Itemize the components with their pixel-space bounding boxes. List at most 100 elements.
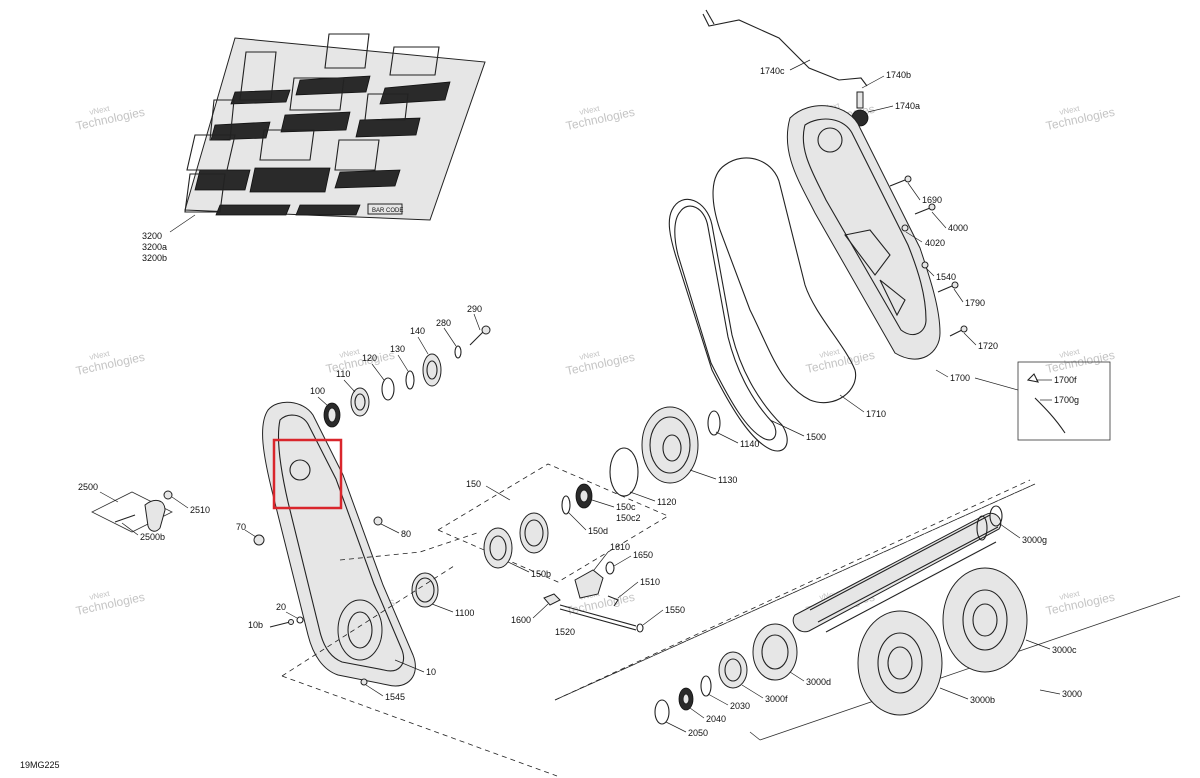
ring-2030[interactable] (700, 675, 712, 697)
label-1120[interactable]: 1120 (657, 497, 676, 507)
label-1710[interactable]: 1710 (866, 409, 886, 419)
seal-3000f[interactable] (718, 651, 748, 689)
label-110[interactable]: 110 (336, 369, 350, 379)
label-1740a[interactable]: 1740a (895, 101, 920, 111)
chain-1710[interactable] (712, 157, 857, 404)
gear-140[interactable] (422, 353, 442, 387)
tensioner-1610[interactable] (574, 569, 604, 599)
label-1700g[interactable]: 1700g (1054, 395, 1079, 405)
label-150d[interactable]: 150d (588, 526, 608, 536)
bolt-290[interactable] (469, 325, 491, 346)
label-1140[interactable]: 1140 (740, 439, 759, 449)
bearing-housing-3000d[interactable] (752, 623, 798, 681)
washer-280[interactable] (454, 345, 462, 359)
rod-1520[interactable] (559, 604, 637, 631)
label-150c[interactable]: 150c (616, 502, 636, 512)
bearing-110[interactable] (350, 387, 370, 417)
label-1690[interactable]: 1690 (922, 195, 942, 205)
plug-70[interactable] (253, 534, 265, 546)
label-4020[interactable]: 4020 (925, 238, 945, 248)
label-2050[interactable]: 2050 (688, 728, 708, 738)
label-1100[interactable]: 1100 (455, 608, 474, 618)
bearing-150b[interactable] (483, 527, 513, 569)
label-1700f[interactable]: 1700f (1054, 375, 1077, 385)
tube-1740c[interactable] (702, 9, 868, 87)
label-1790[interactable]: 1790 (965, 298, 985, 308)
label-2510[interactable]: 2510 (190, 505, 210, 515)
ring-150d[interactable] (561, 495, 571, 515)
label-1650[interactable]: 1650 (633, 550, 653, 560)
label-10[interactable]: 10 (426, 667, 436, 677)
label-3000g[interactable]: 3000g (1022, 535, 1047, 545)
drive-shaft-3000[interactable] (792, 512, 1002, 633)
label-290[interactable]: 290 (467, 304, 482, 314)
label-1510[interactable]: 1510 (640, 577, 660, 587)
belt-1500[interactable] (668, 198, 788, 452)
label-150[interactable]: 150 (466, 479, 481, 489)
bolt-10b[interactable] (269, 619, 294, 628)
bearing-2040[interactable] (678, 687, 694, 711)
label-1130[interactable]: 1130 (718, 475, 737, 485)
bolt-1690[interactable] (889, 175, 912, 187)
chaincase-housing-10[interactable] (262, 401, 416, 687)
label-70[interactable]: 70 (236, 522, 246, 532)
label-3200[interactable]: 3200 (142, 231, 162, 241)
slider-1600[interactable] (543, 593, 561, 606)
label-2500b[interactable]: 2500b (140, 532, 165, 542)
label-1610[interactable]: 1610 (610, 542, 630, 552)
sprocket-3000c[interactable] (942, 567, 1028, 673)
bearing-150c[interactable] (575, 483, 593, 509)
clip-1650[interactable] (605, 561, 615, 575)
label-280[interactable]: 280 (436, 318, 451, 328)
ring-1120[interactable] (609, 447, 639, 497)
label-2030[interactable]: 2030 (730, 701, 750, 711)
ring-1100[interactable] (411, 572, 439, 608)
label-3000f[interactable]: 3000f (765, 694, 788, 704)
track-3200[interactable]: BAR CODE (169, 33, 486, 233)
clip-1140[interactable] (707, 410, 721, 436)
pin-1510[interactable] (607, 595, 619, 607)
label-3000c[interactable]: 3000c (1052, 645, 1077, 655)
sprocket-3000b[interactable] (857, 610, 943, 716)
label-1520[interactable]: 1520 (555, 627, 575, 637)
nut-1550[interactable] (636, 623, 644, 633)
label-1700[interactable]: 1700 (950, 373, 970, 383)
label-80[interactable]: 80 (401, 529, 411, 539)
ring-130[interactable] (405, 370, 415, 390)
label-3000[interactable]: 3000 (1062, 689, 1082, 699)
plug-1545[interactable] (360, 678, 368, 686)
label-150c2[interactable]: 150c2 (616, 513, 641, 523)
label-1720[interactable]: 1720 (978, 341, 998, 351)
label-1550[interactable]: 1550 (665, 605, 685, 615)
bolt-1790[interactable] (937, 281, 959, 293)
washer-20[interactable] (296, 616, 304, 624)
label-3200b[interactable]: 3200b (142, 253, 167, 263)
label-120[interactable]: 120 (362, 353, 377, 363)
label-2500[interactable]: 2500 (78, 482, 98, 492)
label-1540[interactable]: 1540 (936, 272, 956, 282)
chaincase-cover-1700[interactable] (786, 105, 941, 360)
label-1740b[interactable]: 1740b (886, 70, 911, 80)
label-150b[interactable]: 150b (531, 569, 551, 579)
label-10b[interactable]: 10b (248, 620, 263, 630)
seal-100[interactable] (323, 402, 341, 428)
label-1740c[interactable]: 1740c (760, 66, 785, 76)
label-100[interactable]: 100 (310, 386, 325, 396)
sprocket-1130[interactable] (641, 406, 699, 484)
label-1545[interactable]: 1545 (385, 692, 405, 702)
label-140[interactable]: 140 (410, 326, 425, 336)
bolt-4000[interactable] (914, 203, 936, 215)
ring-120[interactable] (381, 377, 395, 401)
label-1600[interactable]: 1600 (511, 615, 531, 625)
label-3200a[interactable]: 3200a (142, 242, 167, 252)
bolt-1720[interactable] (949, 325, 968, 337)
bolt-1540[interactable] (921, 261, 929, 269)
plug-80[interactable] (373, 516, 383, 526)
ring-2050[interactable] (654, 699, 670, 725)
washer-4020[interactable] (901, 224, 909, 232)
label-2040[interactable]: 2040 (706, 714, 726, 724)
label-3000d[interactable]: 3000d (806, 677, 831, 687)
ring-3000g[interactable] (989, 505, 1003, 527)
bracket-2500[interactable] (114, 490, 173, 532)
label-4000[interactable]: 4000 (948, 223, 968, 233)
